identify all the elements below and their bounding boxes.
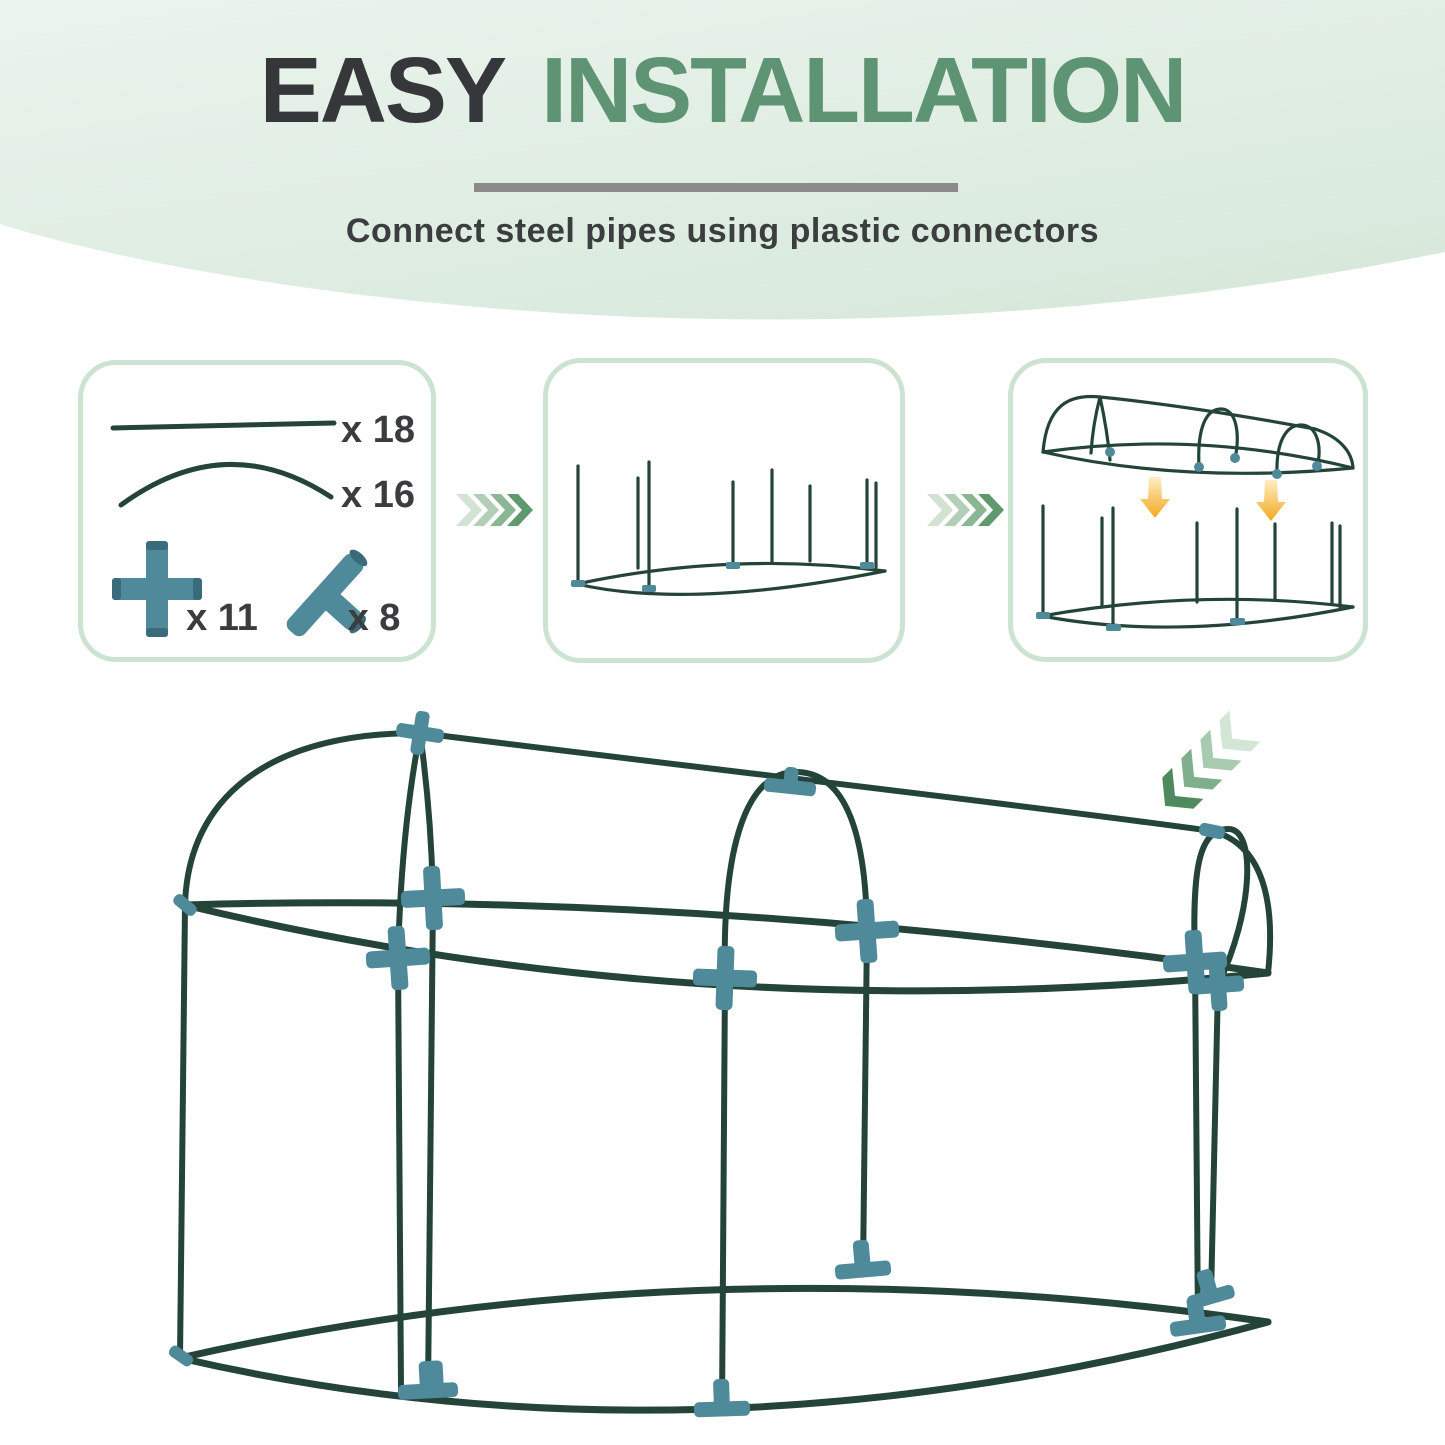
cross-connector [692, 945, 758, 1011]
page-title: EASY INSTALLATION [0, 44, 1445, 137]
sleeve-connector [168, 1345, 194, 1367]
assembled-frame-illustration [168, 710, 1274, 1418]
tee-connector [834, 1239, 892, 1280]
sleeve-connector [173, 894, 197, 916]
cross-connector [400, 865, 466, 931]
ridge-connector [763, 766, 817, 797]
cross-connector [834, 898, 900, 964]
ridge-connector [395, 710, 445, 756]
title-divider [474, 183, 958, 192]
step-arrow-icon [456, 494, 533, 526]
cross-connector [1191, 958, 1245, 1012]
step2-panel-base-frame [543, 358, 905, 663]
ridge-connector [1198, 822, 1226, 840]
step3-panel-roof-assembly [1008, 358, 1368, 662]
title-word-easy: EASY [259, 38, 506, 142]
subtitle: Connect steel pipes using plastic connec… [345, 212, 1100, 250]
tee-connector [693, 1378, 751, 1418]
cross-connector [1162, 929, 1228, 995]
tee-connector [1187, 1269, 1235, 1310]
cross-connector [365, 925, 431, 991]
step1-panel-parts [78, 360, 436, 662]
header-band [0, 0, 1445, 320]
tee-connector [397, 1360, 459, 1400]
step-arrow-icon [927, 494, 1004, 526]
tee-connector [1169, 1295, 1227, 1337]
header-band-shape [0, 0, 1445, 320]
assemble-direction-arrow-icon [1162, 710, 1261, 809]
title-word-installation: INSTALLATION [541, 38, 1187, 142]
